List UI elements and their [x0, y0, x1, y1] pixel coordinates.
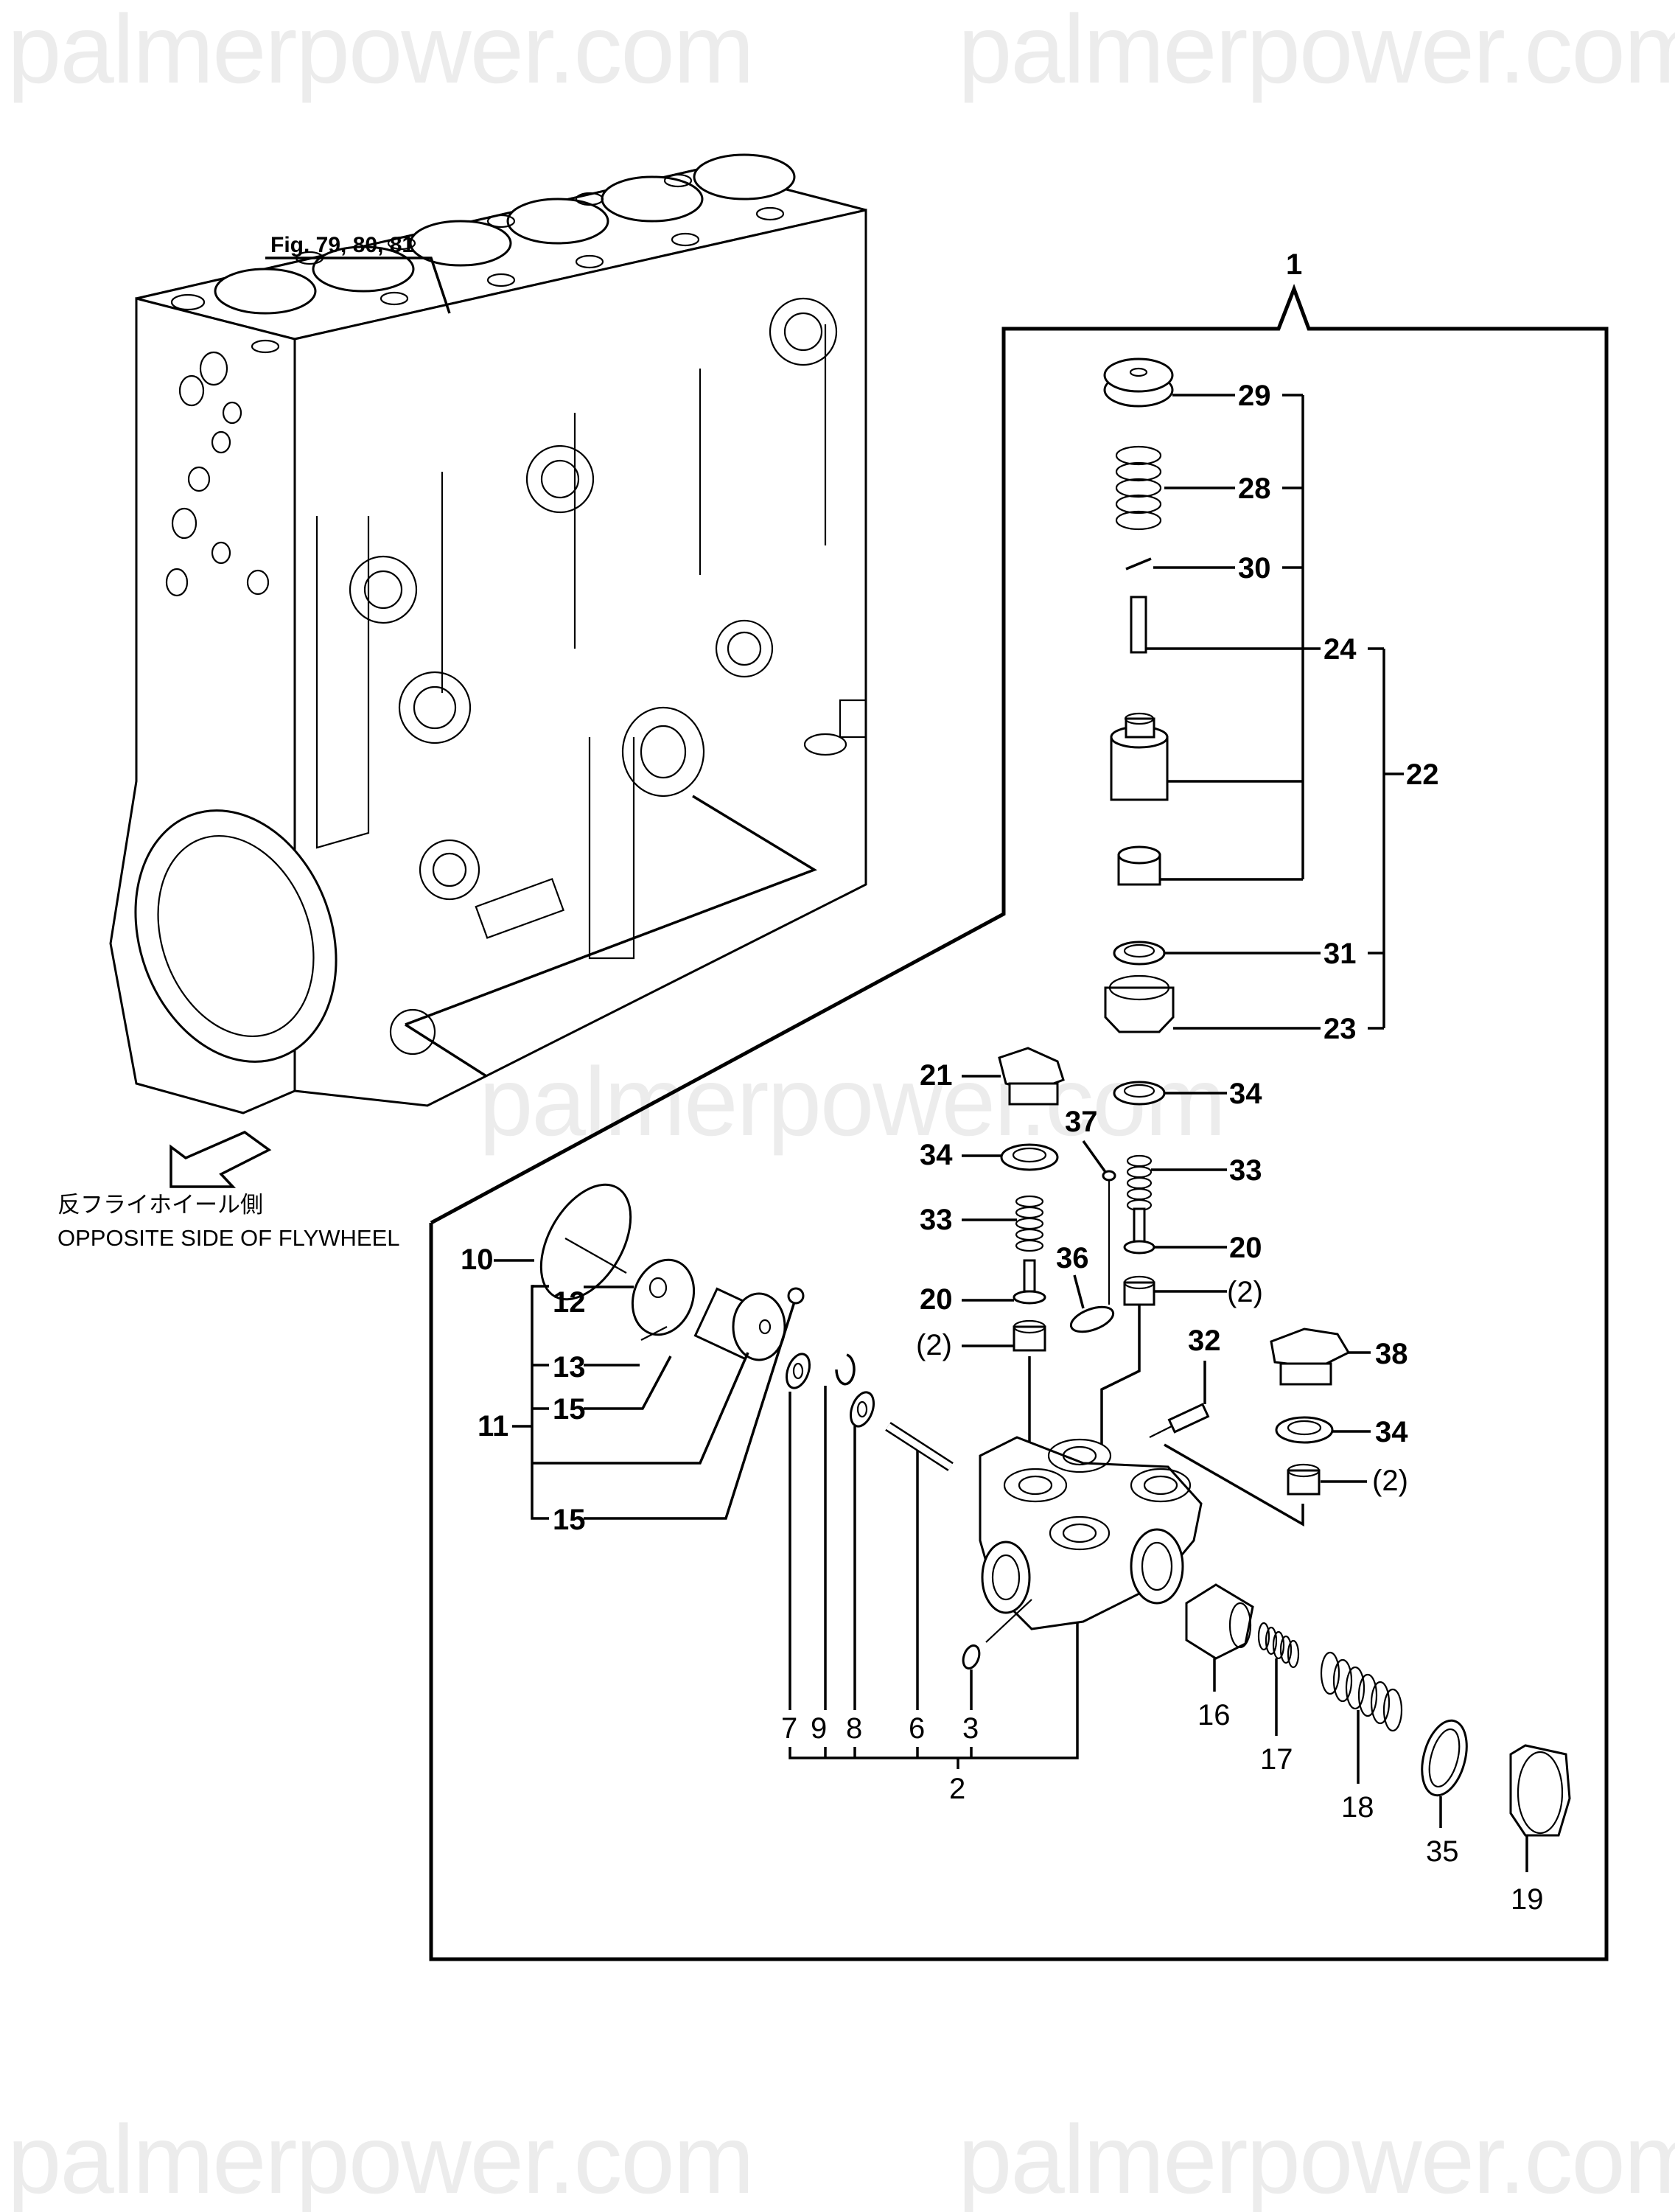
watermark-bottom-right: palmerpower.com: [958, 2105, 1675, 2212]
callout-22: 22: [1406, 758, 1439, 791]
callout-6: 6: [909, 1712, 925, 1745]
callout-33-left: 33: [920, 1204, 953, 1236]
delivery-valve-stack: [1103, 357, 1175, 1306]
callout-3: 3: [962, 1712, 979, 1745]
plug-stack-left: [998, 1047, 1065, 1352]
callout-24: 24: [1323, 633, 1357, 666]
callout-15-a: 15: [553, 1393, 586, 1426]
subassembly-11: 10 12 13 15 15 11: [461, 1183, 805, 1536]
callout-7: 7: [781, 1712, 797, 1745]
callout-ref2-lower: (2): [1372, 1465, 1408, 1497]
callout-34-lower: 34: [1375, 1416, 1408, 1448]
callout-15-b: 15: [553, 1504, 586, 1536]
watermarks: palmerpower.com palmerpower.com palmerpo…: [7, 0, 1675, 2212]
callout-10: 10: [461, 1243, 494, 1276]
callouts-left-stack: 21 34 33 20 (2): [916, 1059, 1031, 1518]
callout-ref2-right: (2): [1227, 1276, 1263, 1308]
bolt-32: 32: [1149, 1325, 1221, 1438]
arrow-icon: [169, 1130, 272, 1188]
callout-18: 18: [1341, 1791, 1374, 1824]
watermark-center: palmerpower.com: [479, 1047, 1225, 1156]
assembly-frame: 1: [429, 248, 1609, 1961]
callout-13: 13: [553, 1351, 586, 1384]
subassembly-2-parts: 7 9 8 6 3 2: [781, 1353, 1079, 1805]
callout-2: 2: [949, 1773, 965, 1805]
callout-8: 8: [846, 1712, 862, 1745]
callout-9: 9: [811, 1712, 827, 1745]
callout-33-right: 33: [1229, 1154, 1262, 1187]
callout-30: 30: [1238, 552, 1271, 585]
watermark-bottom-left: palmerpower.com: [7, 2105, 753, 2212]
callout-11: 11: [478, 1410, 508, 1442]
callout-29: 29: [1238, 380, 1271, 412]
callout-34-left: 34: [920, 1139, 953, 1171]
callout-1: 1: [1286, 248, 1302, 281]
callout-31: 31: [1323, 938, 1357, 970]
callout-20-left: 20: [920, 1283, 953, 1316]
engine-block-illustration: [109, 153, 867, 1114]
pump-housing: [979, 1436, 1203, 1630]
callout-38: 38: [1375, 1338, 1408, 1370]
nameplate-parts: 37 36: [1056, 1106, 1116, 1333]
callout-37: 37: [1065, 1106, 1098, 1138]
callout-28: 28: [1238, 472, 1271, 505]
callout-17: 17: [1260, 1743, 1293, 1776]
callout-19: 19: [1511, 1883, 1544, 1916]
opposite-flywheel-label-en: OPPOSITE SIDE OF FLYWHEEL: [57, 1225, 400, 1251]
plug-stack-right: 38 34 (2): [1164, 1327, 1408, 1527]
callout-23: 23: [1323, 1013, 1357, 1045]
watermark-top-right: palmerpower.com: [958, 0, 1675, 103]
callout-35: 35: [1426, 1835, 1459, 1868]
direction-indicator: 反フライホイール側 OPPOSITE SIDE OF FLYWHEEL: [57, 1130, 400, 1251]
callout-20-right: 20: [1229, 1232, 1262, 1264]
opposite-flywheel-label-jp: 反フライホイール側: [57, 1192, 263, 1218]
callout-12: 12: [553, 1286, 586, 1319]
callout-ref2-left: (2): [916, 1329, 952, 1361]
callout-16: 16: [1197, 1699, 1231, 1731]
figure-reference-label: Fig. 79, 80, 81: [270, 233, 414, 257]
regulator-parts: 16 17 18 35 19: [1185, 1583, 1571, 1916]
figure-reference-callout: Fig. 79, 80, 81: [265, 233, 451, 314]
callout-36: 36: [1056, 1242, 1089, 1274]
watermark-top-left: palmerpower.com: [7, 0, 753, 103]
callout-21: 21: [920, 1059, 953, 1092]
callout-34-right: 34: [1229, 1078, 1262, 1110]
callouts-right: 29 28 30 24 22 31 23 34 33 20 (2): [1100, 380, 1439, 1445]
callout-32: 32: [1188, 1325, 1221, 1357]
